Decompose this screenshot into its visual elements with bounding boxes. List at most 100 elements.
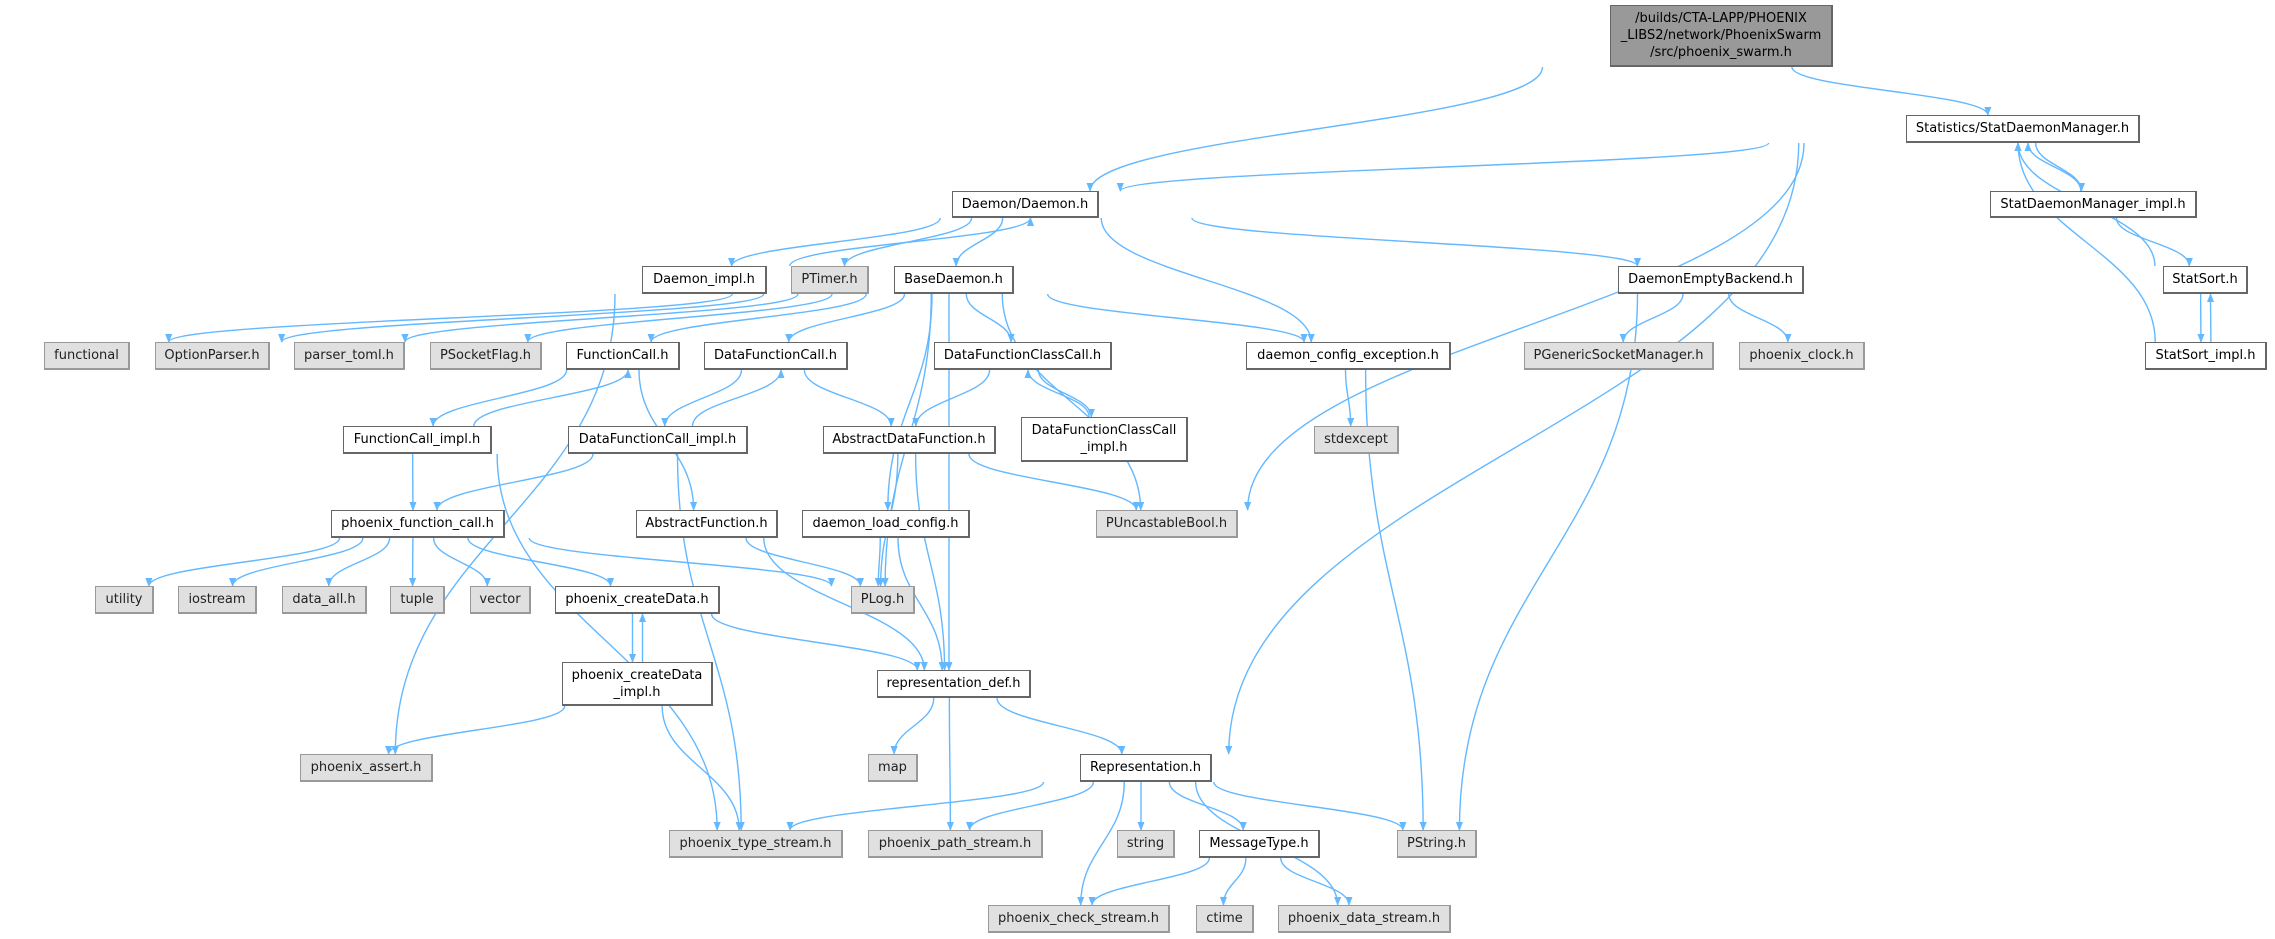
edge-dfclasscall-to-dfclasscall_impl [1037,369,1095,418]
graph-node-statdm[interactable]: Statistics/StatDaemonManager.h [1906,115,2140,143]
graph-node-label: DataFunctionCall_impl.h [578,432,737,447]
graph-node-messagetype[interactable]: MessageType.h [1199,830,1320,858]
graph-node-dfclasscall_impl[interactable]: DataFunctionClassCall _impl.h [1021,417,1188,462]
graph-node-pstring[interactable]: PString.h [1397,830,1477,858]
graph-node-label: /builds/CTA-LAPP/PHOENIX _LIBS2/network/… [1620,11,1822,60]
graph-node-label: DataFunctionClassCall.h [943,348,1102,363]
edge-messagetype-to-datastream [1280,857,1353,906]
edge-basedaemon-to-parsertoml [401,293,799,343]
graph-node-abstractdatafunction[interactable]: AbstractDataFunction.h [823,426,996,454]
graph-node-label: Daemon/Daemon.h [961,196,1089,212]
graph-node-plog[interactable]: PLog.h [851,586,915,614]
graph-node-iostream[interactable]: iostream [178,586,257,614]
graph-node-abstractfunction[interactable]: AbstractFunction.h [636,510,778,538]
graph-node-parsertoml[interactable]: parser_toml.h [294,342,405,370]
graph-node-representation[interactable]: Representation.h [1080,754,1212,782]
graph-node-label: functional [54,348,119,363]
graph-node-label: Daemon_impl.h [653,272,755,287]
graph-node-createdata[interactable]: phoenix_createData.h [555,586,720,614]
graph-node-basedaemon[interactable]: BaseDaemon.h [894,266,1014,294]
graph-node-configexc[interactable]: daemon_config_exception.h [1246,342,1451,370]
graph-node-string[interactable]: string [1117,830,1175,858]
graph-node-datastream[interactable]: phoenix_data_stream.h [1278,905,1451,933]
graph-node-label: utility [105,592,143,607]
edge-messagetype-to-ctime [1219,857,1247,906]
graph-node-label: phoenix_path_stream.h [878,836,1032,851]
graph-node-label: MessageType.h [1209,836,1309,851]
graph-node-datafunctioncall_impl[interactable]: DataFunctionCall_impl.h [568,426,748,454]
graph-node-pgeneric[interactable]: PGenericSocketManager.h [1524,342,1714,370]
graph-node-label: PString.h [1406,836,1466,851]
graph-node-label: PSocketFlag.h [439,348,532,363]
edge-loadconfig-to-plog [874,537,882,587]
graph-node-passert[interactable]: phoenix_assert.h [300,754,433,782]
graph-node-stdexcept[interactable]: stdexcept [1314,426,1399,454]
graph-node-psocketflag[interactable]: PSocketFlag.h [430,342,542,370]
edge-pfunctioncall-to-dataall [325,537,391,587]
graph-node-pclock[interactable]: phoenix_clock.h [1739,342,1865,370]
graph-node-checkstream[interactable]: phoenix_check_stream.h [988,905,1170,933]
edge-basedaemon-to-puncastable [1001,293,1145,511]
graph-node-ctime[interactable]: ctime [1196,905,1254,933]
graph-node-label: BaseDaemon.h [904,272,1003,287]
graph-node-functional[interactable]: functional [44,342,130,370]
edge-statdm-to-statdm_impl [2034,142,2086,192]
edge-emptybackend-to-pclock [1728,293,1792,343]
graph-node-utility[interactable]: utility [95,586,154,614]
graph-node-dataall[interactable]: data_all.h [282,586,367,614]
edge-reprdef-to-representation [996,697,1126,755]
graph-node-label: StatSort.h [2172,272,2238,287]
graph-node-optionparser[interactable]: OptionParser.h [155,342,270,370]
graph-node-functioncall[interactable]: FunctionCall.h [566,342,680,370]
edge-representation-to-typestream [786,781,1045,831]
edge-pfunctioncall-to-utility [145,537,341,587]
graph-node-datafunctioncall[interactable]: DataFunctionCall.h [704,342,848,370]
graph-node-ptimer[interactable]: PTimer.h [791,266,869,294]
graph-node-typestream[interactable]: phoenix_type_stream.h [669,830,843,858]
graph-node-reprdef[interactable]: representation_def.h [877,670,1031,698]
graph-node-label: FunctionCall.h [576,348,669,363]
edge-statdm_impl-to-statsort [2115,217,2193,267]
edge-daemon-to-configexc [1100,217,1315,343]
graph-node-puncastable[interactable]: PUncastableBool.h [1096,510,1238,538]
graph-node-pfunctioncall[interactable]: phoenix_function_call.h [331,510,505,538]
graph-node-createdata_impl[interactable]: phoenix_createData _impl.h [562,662,713,706]
edge-statdm-to-representation [1225,142,1800,755]
edge-datafunctioncall_impl-to-pfunctioncall [433,453,594,511]
edge-representation-to-pathstream [965,781,1095,831]
graph-node-pathstream[interactable]: phoenix_path_stream.h [868,830,1043,858]
graph-node-label: phoenix_check_stream.h [998,911,1159,926]
graph-node-statdm_impl[interactable]: StatDaemonManager_impl.h [1990,191,2197,218]
edge-abstractdatafunction-to-reprdef [914,453,949,671]
graph-node-map[interactable]: map [868,754,918,782]
edge-pfunctioncall-to-plog [528,537,835,587]
graph-node-label: data_all.h [292,592,356,607]
edge-dfclasscall-to-abstractdatafunction [912,369,991,427]
graph-node-label: map [878,760,907,775]
edge-basedaemon-to-functional [165,293,733,343]
graph-node-statsort_impl[interactable]: StatSort_impl.h [2145,342,2267,370]
edge-daemon-to-basedaemon [952,217,1004,267]
graph-node-root[interactable]: /builds/CTA-LAPP/PHOENIX _LIBS2/network/… [1610,5,1833,67]
graph-node-label: phoenix_function_call.h [341,516,494,531]
graph-node-label: PTimer.h [801,272,858,287]
graph-node-label: phoenix_data_stream.h [1287,911,1441,926]
graph-node-dfclasscall[interactable]: DataFunctionClassCall.h [934,342,1112,370]
edge-functioncall_impl-to-functioncall [473,369,632,427]
edge-functioncall-to-functioncall_impl [429,369,568,427]
edge-statdm_impl-to-statdm [2024,142,2082,192]
graph-node-daemon_impl[interactable]: Daemon_impl.h [642,266,767,294]
graph-node-label: vector [479,592,521,607]
graph-node-loadconfig[interactable]: daemon_load_config.h [802,510,970,538]
graph-node-functioncall_impl[interactable]: FunctionCall_impl.h [343,426,492,454]
graph-node-daemon[interactable]: Daemon/Daemon.h [952,191,1099,218]
edge-basedaemon-to-dfclasscall [965,293,1015,343]
edge-datafunctioncall_impl-to-datafunctioncall [691,369,785,427]
edge-abstractfunction-to-reprdef [763,537,928,671]
graph-node-tuple[interactable]: tuple [390,586,445,614]
graph-node-statsort[interactable]: StatSort.h [2163,266,2248,294]
graph-node-vector[interactable]: vector [470,586,531,614]
graph-node-emptybackend[interactable]: DaemonEmptyBackend.h [1618,266,1804,294]
